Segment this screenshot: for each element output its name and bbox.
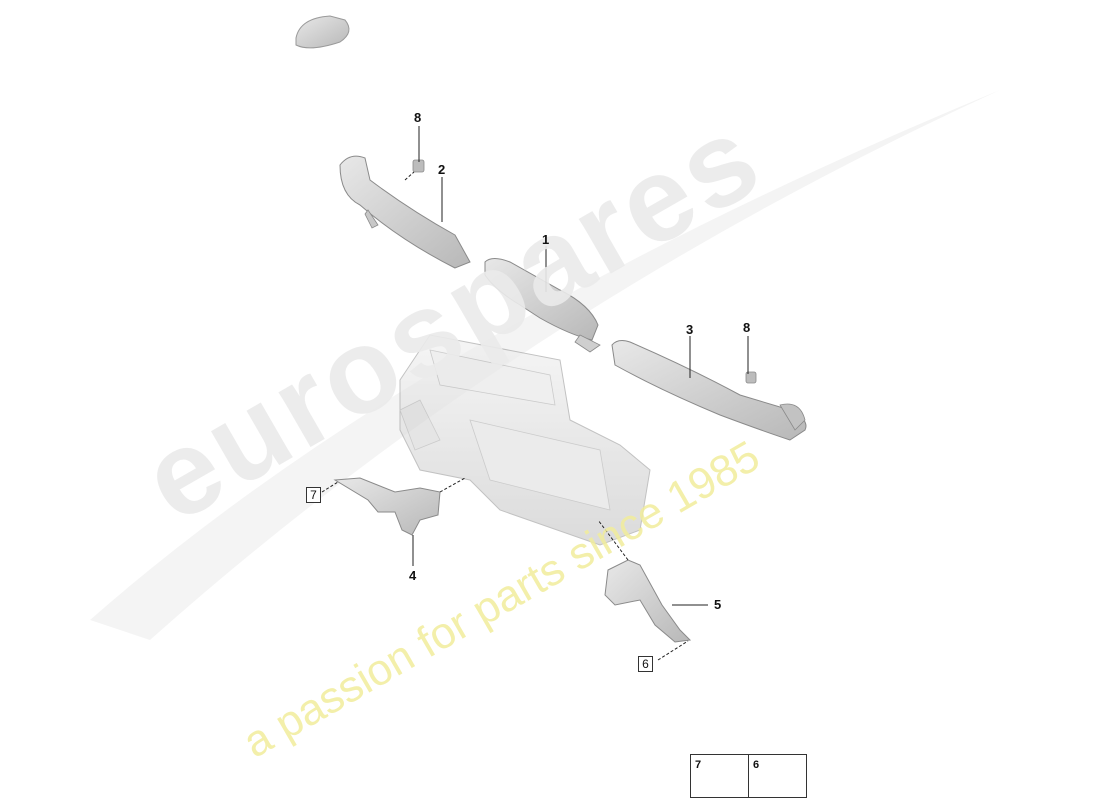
legend-cell-6: 6 — [749, 755, 806, 797]
cap-part — [295, 15, 350, 49]
callout-8-upper: 8 — [414, 110, 422, 125]
callout-3: 3 — [686, 322, 694, 337]
legend-label-7: 7 — [695, 759, 702, 771]
duct-part-4 — [333, 477, 441, 536]
duct-part-1 — [484, 258, 601, 353]
callout-box-7: 7 — [306, 487, 321, 503]
callout-4: 4 — [409, 568, 417, 583]
callout-box-6: 6 — [638, 656, 653, 672]
hardware-legend: 7 6 — [690, 754, 807, 798]
duct-part-3 — [611, 340, 807, 441]
watermark-swoosh — [90, 90, 1000, 640]
leader-lines — [321, 126, 749, 661]
duct-part-5 — [604, 559, 692, 643]
legend-cell-7: 7 — [691, 755, 749, 797]
callout-1: 1 — [542, 232, 550, 247]
callout-2: 2 — [438, 162, 446, 177]
callout-8-lower: 8 — [743, 320, 751, 335]
hvac-housing — [399, 334, 651, 546]
legend-label-6: 6 — [753, 759, 760, 771]
duct-part-2 — [339, 155, 471, 269]
callout-5: 5 — [714, 597, 722, 612]
clip-part-8-lower — [745, 371, 757, 384]
